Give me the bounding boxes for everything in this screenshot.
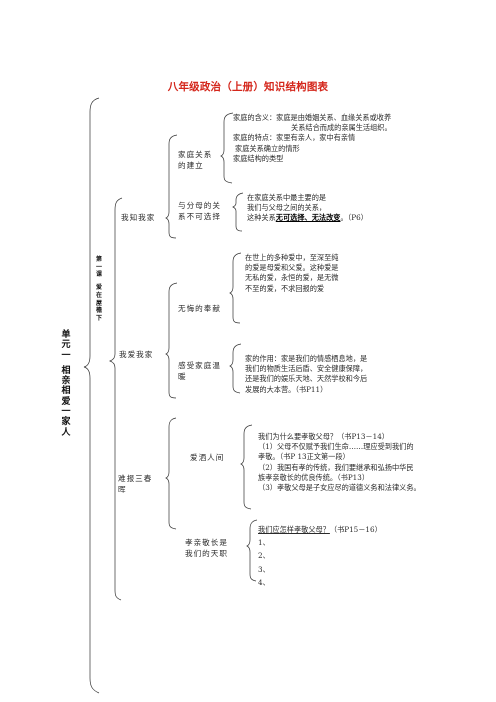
subsection-label-wuhui-fengxian: 无悔的奉献: [178, 304, 221, 313]
lesson-title: 第一课 爱在屋檐下: [94, 256, 104, 323]
section-label-nanbao-sanchunhui: 难报三春 晖: [118, 474, 153, 494]
list-item: 2、: [258, 551, 270, 561]
detail-line: （1）父母不仅赋予我们生命……理应受到我们的: [258, 442, 414, 452]
detail-line: 这种关系无可选择、无法改变。（P6）: [247, 213, 368, 223]
vertical-char: 爱: [95, 284, 102, 292]
subsection-label-fumu-guanxi: 与分母的关 系不可选择: [178, 201, 221, 221]
vertical-char: 第: [95, 256, 102, 263]
subsection-details-jiating-guanxi: 家庭的含义：家庭是由婚姻关系、血缘关系或收养 关系结合而成的亲属生活组织。 家庭…: [233, 113, 392, 164]
subsection-details-wuhui-fengxian: 在世上的多种爱中，至深至纯 的爱是母爱和父爱。这种爱是 无私的爱，永恒的爱，是无…: [245, 253, 338, 294]
vertical-char: 相: [61, 386, 71, 397]
page-title: 八年级政治（上册）知识结构图表: [167, 81, 329, 93]
subsection6-bracket: [246, 519, 258, 582]
detail-line: 家的作用：家是我们的情感栖息地，是: [245, 354, 368, 363]
vertical-char: 元: [61, 340, 71, 351]
detail-line: 家庭结构的类型: [233, 153, 284, 163]
vertical-char: 在: [95, 291, 102, 299]
subsection-label-jiating-wennuan: 感受家庭温 暖: [178, 361, 221, 381]
question-line: 我们应怎样孝敬父母？（书P15－16）: [258, 525, 382, 534]
detail-line: 还是我们的娱乐天地、天然学校和今后: [245, 374, 368, 384]
subsection1-bracket: [220, 112, 234, 184]
emphasis-text: 无可选择、无法改变: [275, 213, 341, 223]
detail-line: 无私的爱，永恒的爱，是无微: [245, 273, 339, 283]
section1-bracket: [165, 134, 178, 239]
vertical-char: 檐: [95, 307, 102, 315]
detail-line: 我们与父母之间的关系，: [247, 203, 327, 213]
unit-title: 单元一 相亲相爱一家人: [60, 330, 72, 438]
vertical-char: 一: [61, 407, 71, 418]
vertical-char: 爱: [61, 396, 71, 407]
subsection-details-fumu-guanxi: 在家庭关系中最主要的是 我们与父母之间的关系， 这种关系无可选择、无法改变。（P…: [247, 193, 368, 224]
subsection-details-xiaoqin-jingzhang: 我们应怎样孝敬父母？（书P15－16） 1、 2、 3、 4、: [258, 525, 382, 588]
vertical-char: 一: [95, 263, 102, 271]
subsection-label-aisa-renjian: 爱洒人间: [190, 453, 225, 462]
subsection-details-jiating-wennuan: 家的作用：家是我们的情感栖息地，是 我们的物质生活后盾、安全健康保障， 还是我们…: [245, 354, 367, 395]
list-item: 1、: [258, 538, 270, 548]
detail-line: 的爱是母爱和父爱。这种爱是: [245, 263, 339, 273]
section3-bracket: [165, 417, 177, 530]
vertical-char: 人: [61, 427, 71, 438]
list-item: 3、: [258, 564, 270, 574]
detail-line: 族孝亲敬长的优良传统。（书P13）: [258, 472, 370, 482]
detail-line: 家庭的特点：家里有亲人，家中有亲情: [233, 133, 356, 143]
section-label-wozhiwojia: 我知我家: [121, 213, 156, 222]
question-line: 我们为什么要孝敬父母？（书P13－14）: [258, 432, 389, 441]
vertical-char: 课: [95, 271, 102, 279]
detail-line: 在家庭关系中最主要的是: [247, 193, 327, 202]
detail-line: 家庭关系确立的情形: [235, 143, 300, 153]
vertical-char: 亲: [61, 376, 71, 387]
vertical-char: 一: [61, 350, 71, 361]
detail-line: 关系结合而成的亲属生活组织。: [291, 123, 392, 133]
subsection2-bracket: [232, 192, 244, 232]
section2-bracket: [165, 282, 178, 399]
subsection3-bracket: [229, 252, 242, 324]
detail-line: 发展的大本营。（书P11）: [245, 384, 328, 394]
list-item: 4、: [258, 577, 270, 587]
subsection4-bracket: [229, 343, 242, 394]
detail-line: （3）孝敬父母是子女应尽的道德义务和法律义务。: [258, 483, 421, 493]
subsection-label-xiaoqin-jingzhang: 孝亲敬长是 我们的天职: [185, 538, 228, 558]
vertical-char: 单: [61, 330, 71, 340]
detail-line: 孝敬。（书P 13正文第一段）: [258, 452, 350, 462]
detail-line: 在世上的多种爱中，至深至纯: [245, 253, 339, 262]
subsection-details-aisa-renjian: 我们为什么要孝敬父母？（书P13－14） （1）父母不仅赋予我们生命……理应受到…: [258, 432, 421, 493]
unit-bracket: [83, 97, 100, 694]
detail-line: 我们的物质生活后盾、安全健康保障，: [245, 364, 368, 374]
section-label-woaiwojia: 我爱我家: [119, 350, 154, 359]
detail-line: 不至的爱，不求回报的爱: [245, 283, 325, 293]
detail-line: 家庭的含义：家庭是由婚姻关系、血缘关系或收养: [233, 113, 392, 122]
vertical-char: 下: [95, 314, 102, 322]
vertical-char: 家: [61, 417, 71, 428]
vertical-char: 屋: [95, 299, 102, 307]
detail-line: （2）我国有孝的传统，我们要继承和弘扬中华民: [258, 462, 414, 472]
subsection5-bracket: [240, 424, 253, 510]
lesson-bracket: [108, 197, 123, 601]
vertical-char: 相: [61, 365, 71, 376]
subsection-label-jiating-guanxi: 家庭关系 的建立: [178, 150, 213, 170]
